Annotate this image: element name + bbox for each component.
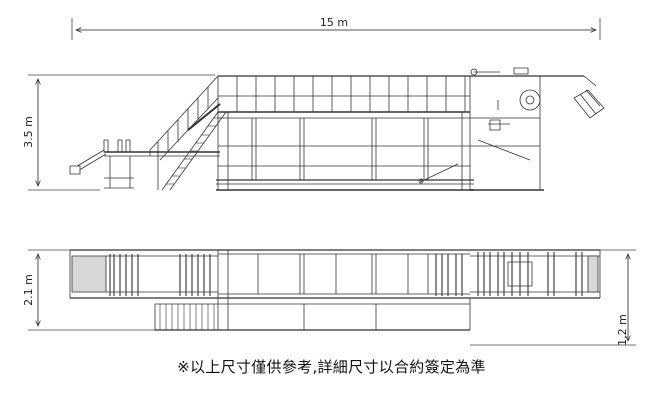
plan-view — [70, 250, 600, 330]
dimension-length — [72, 18, 600, 40]
disclaimer-note: ※以上尺寸僅供參考,詳細尺寸以合約簽定為準 — [177, 358, 486, 376]
length-label: 15 m — [320, 16, 348, 29]
dimension-height — [28, 75, 215, 190]
plan-width-label: 2.1 m — [22, 274, 35, 306]
plan-offset-label: 1.2 m — [616, 314, 629, 346]
height-label: 3.5 m — [22, 116, 35, 148]
side-elevation-view — [70, 68, 604, 190]
dimension-plan-width — [28, 250, 160, 330]
dimension-plan-offset — [470, 250, 636, 345]
